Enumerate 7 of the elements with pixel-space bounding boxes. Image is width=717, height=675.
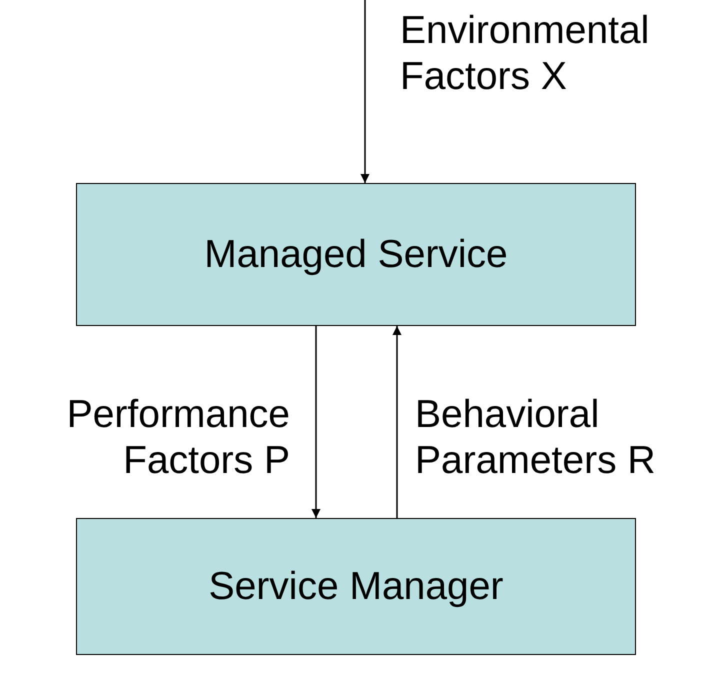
arrow [392, 326, 402, 518]
arrow [360, 0, 370, 183]
arrow [312, 326, 320, 518]
box-label: Managed Service [204, 232, 508, 276]
process-box [76, 518, 636, 655]
box-label: Service Manager [208, 564, 504, 608]
process-box [76, 183, 636, 326]
